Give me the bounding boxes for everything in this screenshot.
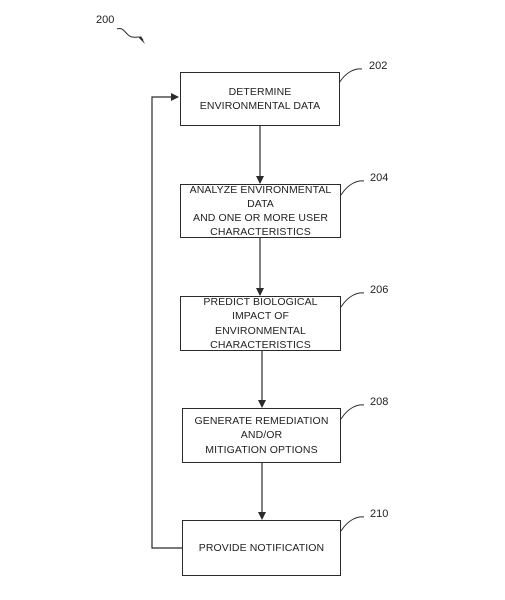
step-ref-210: 210 [370, 508, 389, 520]
step-generate-remediation-options: GENERATE REMEDIATION AND/OR MITIGATION O… [182, 408, 341, 463]
step-analyze-environmental-data: ANALYZE ENVIRONMENTAL DATA AND ONE OR MO… [180, 184, 341, 238]
step-determine-environmental-data: DETERMINE ENVIRONMENTAL DATA [180, 72, 340, 126]
step-ref-206: 206 [370, 284, 389, 296]
ref-leader-202 [338, 68, 363, 84]
ref-leader-210 [340, 516, 365, 532]
step-ref-208: 208 [370, 396, 389, 408]
step-provide-notification: PROVIDE NOTIFICATION [182, 520, 341, 576]
step-ref-202: 202 [369, 60, 388, 72]
figure-label-arrowhead [139, 36, 145, 44]
feedback-loop-arrow [151, 93, 182, 549]
ref-leader-206 [340, 292, 365, 308]
step-ref-204: 204 [370, 172, 389, 184]
figure-label: 200 [96, 14, 115, 26]
figure-label-leader [116, 27, 144, 41]
ref-leader-204 [340, 180, 365, 196]
ref-leader-208 [340, 404, 365, 420]
step-predict-biological-impact: PREDICT BIOLOGICAL IMPACT OF ENVIRONMENT… [180, 296, 341, 351]
